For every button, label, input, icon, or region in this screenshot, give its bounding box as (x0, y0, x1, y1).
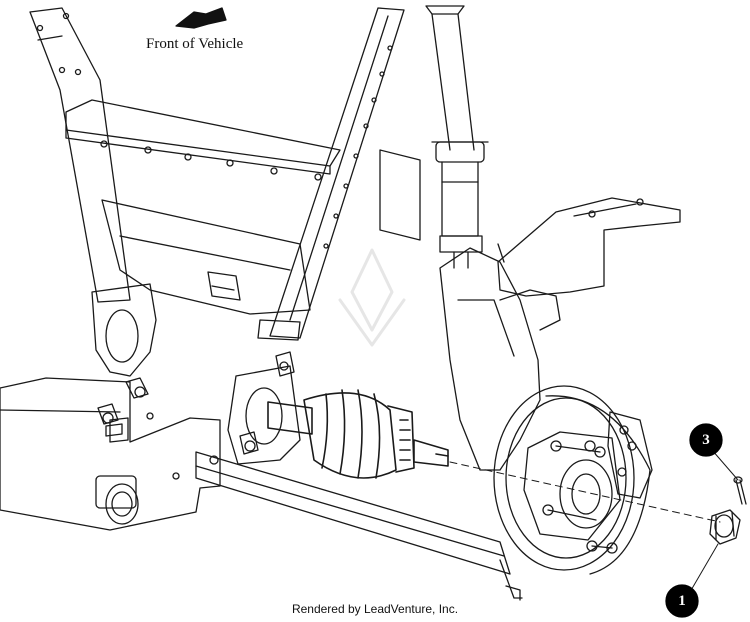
brake-rotor (493, 385, 651, 575)
footer-credit: Rendered by LeadVenture, Inc. (291, 602, 459, 616)
frame-inner-panel (101, 199, 311, 315)
brake-caliper (607, 411, 653, 499)
shock-absorber (431, 141, 505, 269)
alignment-line (449, 461, 721, 523)
diagonal-strut (257, 7, 405, 341)
watermark-logo (338, 248, 406, 347)
callout-number-3[interactable]: 3 (702, 432, 710, 448)
inner-mount (209, 351, 301, 465)
frame-left-lower (0, 377, 221, 531)
wheel-hub (523, 431, 621, 554)
callout-1-leader (689, 543, 719, 593)
callout-3-leader (711, 449, 739, 481)
frame-left-upright (29, 7, 131, 303)
callout-3-circle (689, 423, 723, 457)
lower-control-arm (195, 451, 523, 601)
front-frame-mount (497, 197, 681, 297)
upper-cross-member (65, 99, 341, 181)
cotter-pin (733, 476, 747, 505)
upper-mount-bracket (379, 5, 475, 241)
front-of-vehicle-label: Front of Vehicle (146, 36, 244, 52)
cv-axle (267, 389, 449, 479)
rear-bracket (91, 283, 157, 425)
steering-knuckle (439, 247, 561, 471)
callout-number-1[interactable]: 1 (678, 593, 686, 609)
castle-nut (709, 509, 741, 545)
callout-1-circle (665, 584, 699, 618)
front-direction-arrow (175, 7, 227, 29)
